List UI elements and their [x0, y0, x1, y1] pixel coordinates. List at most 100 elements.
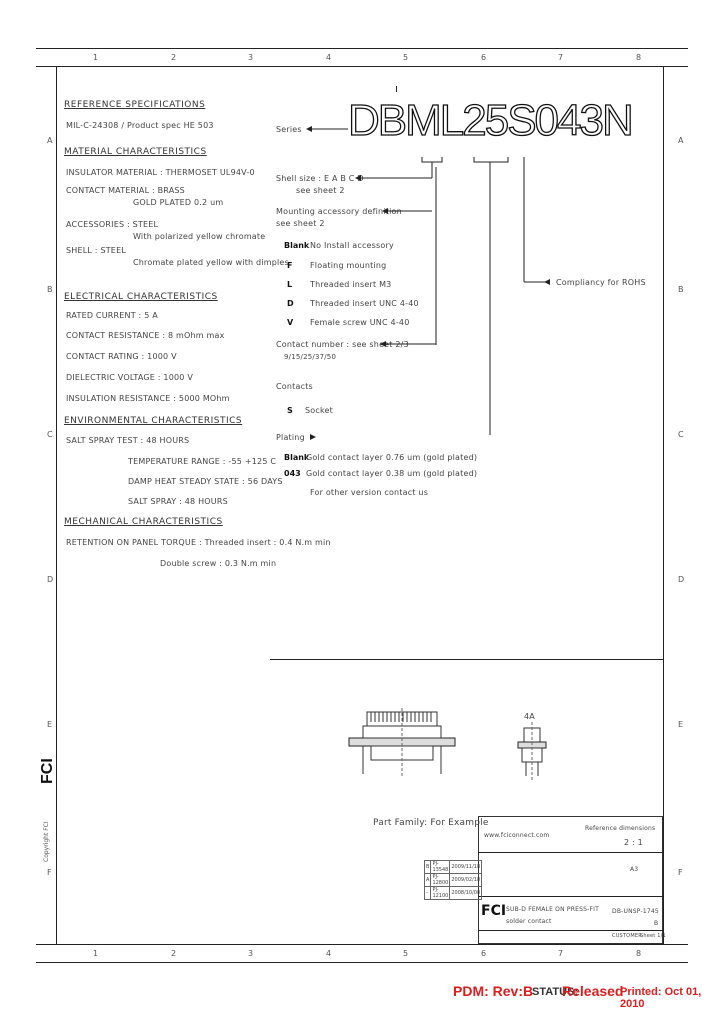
title-block-rule [478, 852, 663, 853]
col-7: 7 [558, 53, 564, 62]
row-b: B [47, 285, 53, 294]
table-cell: 2008/10/08 [449, 886, 483, 900]
reference-spec-line: MIL-C-24308 / Product spec HE 503 [66, 121, 214, 130]
material-header: MATERIAL CHARACTERISTICS [64, 147, 207, 157]
environmental-line: DAMP HEAT STEADY STATE : 56 DAYS [128, 477, 283, 486]
plating-arrow [310, 434, 316, 440]
col-3: 3 [248, 949, 254, 958]
mount-code: D [287, 299, 294, 308]
sheet-number: Sheet 1/1 [640, 933, 666, 939]
table-cell: PJ-13548 [430, 860, 451, 874]
revision: B [654, 920, 659, 927]
series-arrow [306, 126, 348, 132]
col-8: 8 [636, 53, 642, 62]
environmental-header: ENVIRONMENTAL CHARACTERISTICS [64, 416, 243, 426]
row-c: C [47, 430, 53, 439]
table-cell: 2009/11/18 [449, 860, 483, 874]
table-row: B PJ-13548 2009/11/18 [423, 860, 483, 874]
col-4: 4 [326, 53, 332, 62]
contact-number-label: Contact number : see sheet 2/3 [276, 340, 409, 349]
mounting-note: see sheet 2 [276, 219, 325, 228]
pdm-revision: PDM: Rev:B [453, 983, 534, 999]
plating-note: For other version contact us [310, 488, 429, 497]
col-5: 5 [403, 53, 409, 62]
environmental-line: TEMPERATURE RANGE : -55 +125 C [128, 457, 277, 466]
col-2: 2 [171, 53, 177, 62]
mount-desc: Floating mounting [310, 261, 387, 270]
title-block-rule [478, 930, 663, 931]
col-3: 3 [248, 53, 254, 62]
environmental-line: SALT SPRAY : 48 HOURS [128, 497, 228, 506]
part-number: DBML25S043N [347, 95, 634, 145]
compliancy-label: Compliancy for ROHS [556, 278, 646, 287]
environmental-line: SALT SPRAY TEST : 48 HOURS [66, 436, 190, 445]
electrical-line: DIELECTRIC VOLTAGE : 1000 V [66, 373, 193, 382]
fci-logo-vertical: FCI [39, 758, 56, 784]
row-d: D [47, 575, 54, 584]
table-cell: 2009/02/18 [449, 873, 483, 887]
col-8: 8 [636, 949, 642, 958]
table-cell: PJ-12100 [430, 886, 451, 900]
document-number: DB-UNSP-1745 [612, 908, 659, 915]
row-f: F [47, 868, 52, 877]
mechanical-header: MECHANICAL CHARACTERISTICS [64, 517, 223, 527]
plating-label: Plating [276, 433, 305, 442]
revision-table: B PJ-13548 2009/11/18 A PJ-12800 2009/02… [423, 860, 483, 900]
connector-front-drawing [348, 708, 456, 776]
mechanical-line: Double screw : 0.3 N.m min [160, 559, 277, 568]
svg-text:Copyright FCI: Copyright FCI [43, 821, 50, 862]
frame-right-rule [663, 66, 664, 944]
reference-spec-header: REFERENCE SPECIFICATIONS [64, 100, 206, 110]
table-cell: - [423, 886, 432, 900]
material-line: Chromate plated yellow with dimples [133, 258, 289, 267]
col-1: 1 [93, 53, 99, 62]
contacts-desc: Socket [305, 406, 333, 415]
plating-code: Blank [284, 453, 310, 462]
col-6: 6 [481, 53, 487, 62]
material-line: CONTACT MATERIAL : BRASS [66, 186, 185, 195]
plating-code: 043 [284, 469, 301, 478]
title-block-rule [478, 896, 663, 897]
mount-desc: Threaded insert M3 [310, 280, 392, 289]
col-5: 5 [403, 949, 409, 958]
mount-code: V [287, 318, 294, 327]
material-line: INSULATOR MATERIAL : THERMOSET UL94V-0 [66, 168, 255, 177]
code-brackets [421, 157, 550, 435]
view-caption: Part Family: For Example [373, 818, 489, 828]
mounting-label: Mounting accessory definition [276, 207, 402, 216]
section-divider [270, 659, 663, 660]
website: www.fciconnect.com [484, 832, 550, 839]
contacts-label: Contacts [276, 382, 313, 391]
row-a: A [678, 136, 684, 145]
table-row: - PJ-12100 2008/10/08 [423, 886, 483, 900]
contact-number-note: 9/15/25/37/50 [284, 353, 337, 361]
electrical-line: INSULATION RESISTANCE : 5000 MOhm [66, 394, 230, 403]
col-7: 7 [558, 949, 564, 958]
mount-code: L [287, 280, 293, 289]
tolerance-note: Reference dimensions [585, 825, 656, 832]
size: A3 [630, 866, 639, 873]
material-line: ACCESSORIES : STEEL [66, 220, 159, 229]
mount-desc: Female screw UNC 4-40 [310, 318, 410, 327]
row-e: E [678, 720, 684, 729]
electrical-header: ELECTRICAL CHARACTERISTICS [64, 292, 218, 302]
copyright-vertical: Copyright FCI [43, 821, 50, 862]
material-line: GOLD PLATED 0.2 um [133, 198, 224, 207]
table-row: A PJ-12800 2009/02/18 [423, 873, 483, 887]
drawing-title: SUB-D FEMALE ON PRESS-FIT [506, 906, 599, 913]
electrical-line: CONTACT RATING : 1000 V [66, 352, 177, 361]
printed-date: Printed: Oct 01, 2010 [620, 986, 702, 1010]
svg-text:FCI: FCI [39, 758, 56, 784]
row-e: E [47, 720, 53, 729]
plating-desc: Gold contact layer 0.38 um (gold plated) [306, 469, 478, 478]
col-4: 4 [326, 949, 332, 958]
frame-bottom-inner-rule [36, 944, 688, 945]
row-d: D [678, 575, 685, 584]
material-line: SHELL : STEEL [66, 246, 126, 255]
status-value: Released [562, 983, 624, 999]
electrical-line: CONTACT RESISTANCE : 8 mOhm max [66, 331, 225, 340]
compliancy-arrow [544, 279, 550, 285]
contacts-code: S [287, 406, 293, 415]
frame-left-rule [56, 66, 57, 944]
row-b: B [678, 285, 684, 294]
